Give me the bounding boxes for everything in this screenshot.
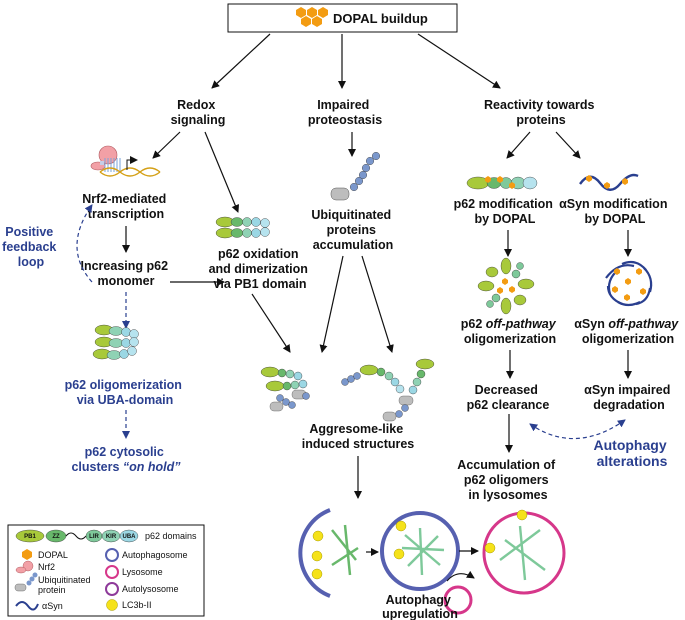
autophagy-vesicles-icon	[298, 508, 566, 615]
p62-oxidation-label: p62 oxidation and dimerization via PB1 d…	[209, 247, 312, 291]
legend-autophagosome-icon	[105, 548, 119, 562]
legend-asyn-icon	[15, 601, 39, 611]
p62-lysosome-accumulation-label: Accumulation of p62 oligomers in lysosom…	[457, 458, 558, 502]
legend-lc3-icon	[106, 599, 118, 611]
p62-dopal-modified-icon	[466, 176, 538, 190]
ubiquitinated-accumulation-label: Ubiquitinated proteins accumulation	[311, 208, 394, 252]
legend-asyn-label: αSyn	[42, 601, 63, 611]
svg-text:ZZ: ZZ	[52, 534, 60, 540]
p62-uba-oligomer-icon	[92, 324, 139, 360]
svg-text:KIR: KIR	[106, 534, 117, 540]
legend-nrf2-label: Nrf2	[38, 562, 55, 572]
p62-dimer-icon	[215, 216, 270, 239]
page-title: DOPAL buildup	[333, 11, 428, 26]
asyn-degradation-label: αSyn impaired degradation	[584, 383, 674, 412]
legend-dopal-icon	[22, 549, 32, 560]
p62-off-pathway-label: p62 off-pathway oligomerization	[461, 317, 559, 346]
title-box	[227, 3, 458, 33]
svg-text:LIR: LIR	[89, 534, 99, 540]
legend-nrf2-icon	[15, 560, 34, 574]
asyn-modification-label: αSyn modification by DOPAL	[559, 197, 671, 226]
branch-redox-heading: Redox signaling	[171, 98, 226, 127]
asyn-dopal-modified-icon	[579, 173, 639, 191]
legend-ubiquitinated-icon	[14, 572, 38, 592]
legend-p62-domains-icon: PB1 ZZ LIR KIR UBA	[15, 529, 139, 543]
asyn-off-pathway-oligomer-icon	[605, 260, 653, 307]
legend-domains-title: p62 domains	[145, 531, 197, 541]
nrf2-transcription-label: Nrf2-mediated transcription	[82, 192, 170, 221]
legend-ubiquitinated-label: Ubiquitinated protein	[38, 575, 93, 595]
legend-lysosome-label: Lysosome	[122, 567, 163, 577]
legend-autophagosome-label: Autophagosome	[122, 550, 188, 560]
p62-oligomerization-uba-label: p62 oligomerization via UBA-domain	[65, 378, 186, 407]
branch-proteostasis-heading: Impaired proteostasis	[308, 98, 382, 127]
nrf2-dna-icon	[90, 145, 161, 177]
legend-lysosome-icon	[105, 565, 119, 579]
legend-autolysosome-icon	[105, 582, 119, 596]
feedback-loop-label: Positive feedback loop	[2, 225, 60, 269]
dopal-title-icon	[296, 7, 328, 27]
autophagy-upregulation-label: Autophagy upregulation	[382, 593, 458, 620]
branch-reactivity-heading: Reactivity towards proteins	[484, 98, 598, 127]
autophagy-alterations-label: Autophagy alterations	[594, 437, 671, 469]
increasing-monomer-label: Increasing p62 monomer	[80, 259, 171, 288]
p62-modification-label: p62 modification by DOPAL	[454, 197, 557, 226]
svg-text:PB1: PB1	[24, 534, 36, 540]
svg-text:UBA: UBA	[123, 534, 137, 540]
legend-lc3-label: LC3b-II	[122, 600, 152, 610]
p62-clearance-label: Decreased p62 clearance	[467, 383, 550, 412]
legend-dopal-label: DOPAL	[38, 550, 68, 560]
aggresome-label: Aggresome-like induced structures	[302, 422, 415, 451]
p62-clusters-label: p62 cytosolic clusters “on hold”	[71, 445, 181, 474]
ubiquitinated-protein-icon	[330, 151, 381, 201]
legend-autolysosome-label: Autolysosome	[122, 584, 179, 594]
p62-off-pathway-oligomer-icon	[477, 257, 535, 315]
asyn-off-pathway-label: αSyn off-pathway oligomerization	[574, 317, 682, 346]
aggresome-structures-icon	[260, 358, 435, 422]
